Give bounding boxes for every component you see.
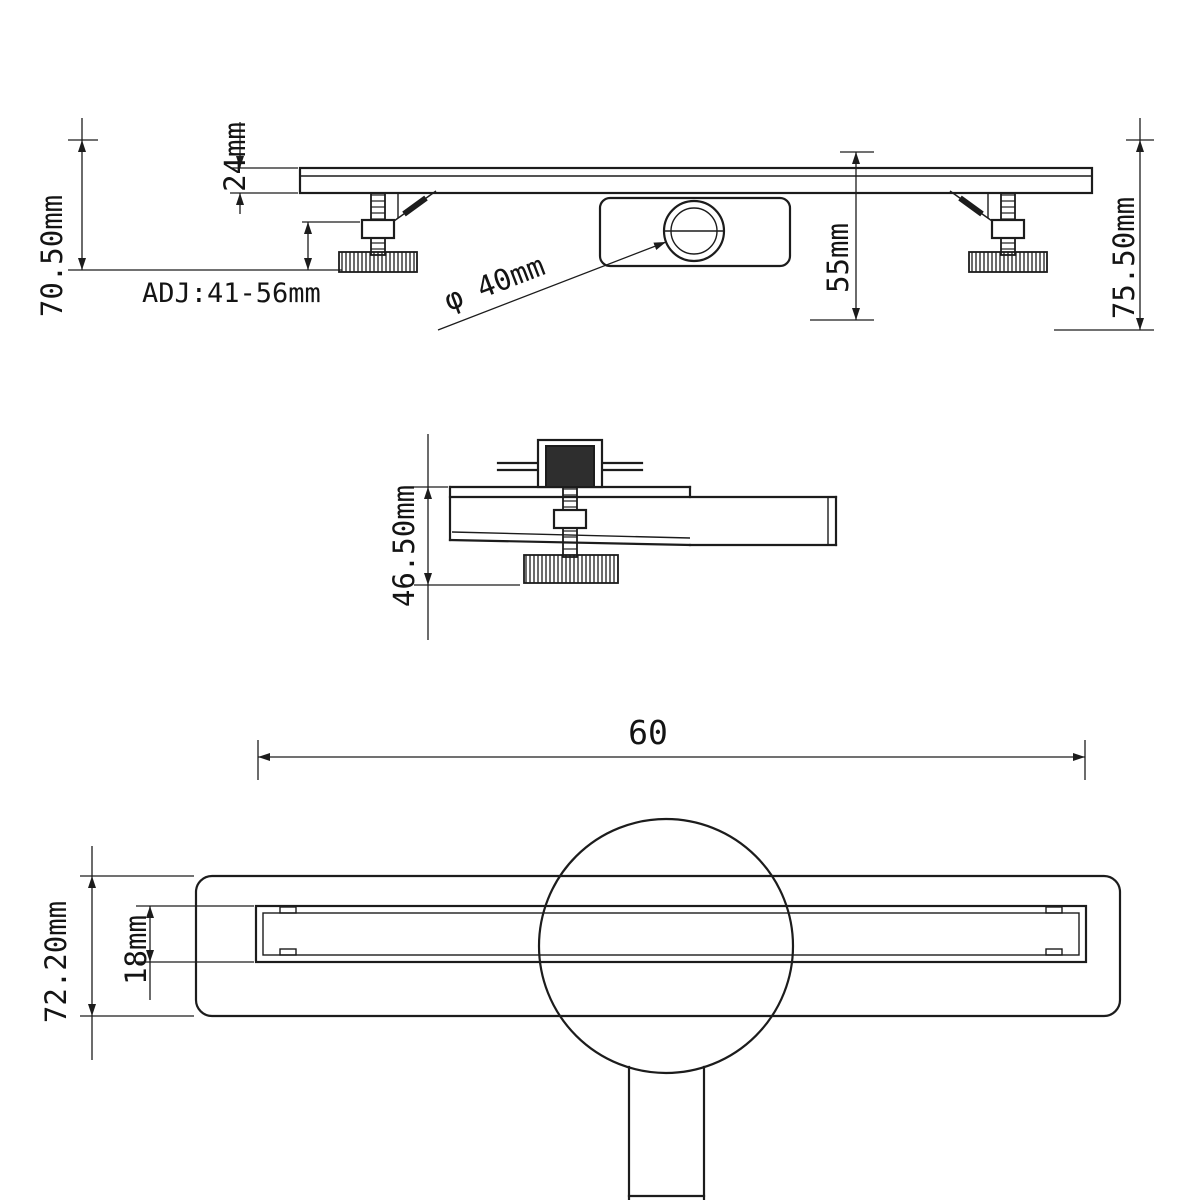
dim-overall-height-left: 70.50mm bbox=[35, 118, 342, 317]
flange-plate bbox=[194, 874, 1122, 1018]
center-foot bbox=[523, 486, 619, 584]
dim-label-trap-depth: 55mm bbox=[821, 223, 855, 293]
grate-slot bbox=[254, 904, 1088, 964]
dim-foot-adjustment: ADJ:41-56mm bbox=[142, 221, 360, 309]
adjustment-knob bbox=[496, 438, 644, 489]
dim-flange-width: 72.20mm bbox=[39, 846, 194, 1060]
dim-body-height: 46.50mm bbox=[387, 434, 520, 640]
dim-label-grate-length: 60 bbox=[628, 713, 668, 752]
outlet-pipe-stub bbox=[688, 495, 838, 547]
drain-pipe bbox=[627, 1065, 706, 1200]
dim-grate-length: 60 bbox=[257, 713, 1086, 780]
dim-label-overall-right: 75.50mm bbox=[1107, 197, 1141, 319]
dim-label-slot-width: 18mm bbox=[119, 915, 153, 985]
drain-body-circle bbox=[537, 817, 795, 1075]
dim-label-flange-width: 72.20mm bbox=[39, 901, 73, 1023]
dim-plate-thickness: 24mm bbox=[218, 122, 298, 214]
adjustable-foot-left bbox=[338, 190, 437, 273]
dim-slot-width: 18mm bbox=[119, 905, 254, 1000]
end-section-view: 46.50mm bbox=[387, 434, 838, 640]
dim-overall-height-right: 75.50mm bbox=[1054, 118, 1154, 331]
dim-trap-depth: 55mm bbox=[810, 151, 874, 321]
cover-plate bbox=[298, 166, 1094, 195]
dim-label-overall-left: 70.50mm bbox=[35, 195, 69, 317]
dim-outlet-diameter: φ 40mm bbox=[437, 241, 667, 331]
channel-body bbox=[448, 485, 838, 547]
side-elevation-view: 70.50mm 24mm ADJ:41-56mm φ 40mm 55mm bbox=[35, 118, 1154, 331]
dim-label-body-height: 46.50mm bbox=[387, 485, 421, 607]
dim-label-outlet-diameter: φ 40mm bbox=[439, 248, 549, 317]
dim-label-plate-thickness: 24mm bbox=[218, 122, 252, 192]
adjustable-foot-right bbox=[949, 190, 1048, 273]
dim-label-foot-adjustment: ADJ:41-56mm bbox=[142, 278, 321, 309]
plan-view: 60 72.20mm 18mm bbox=[39, 713, 1122, 1200]
